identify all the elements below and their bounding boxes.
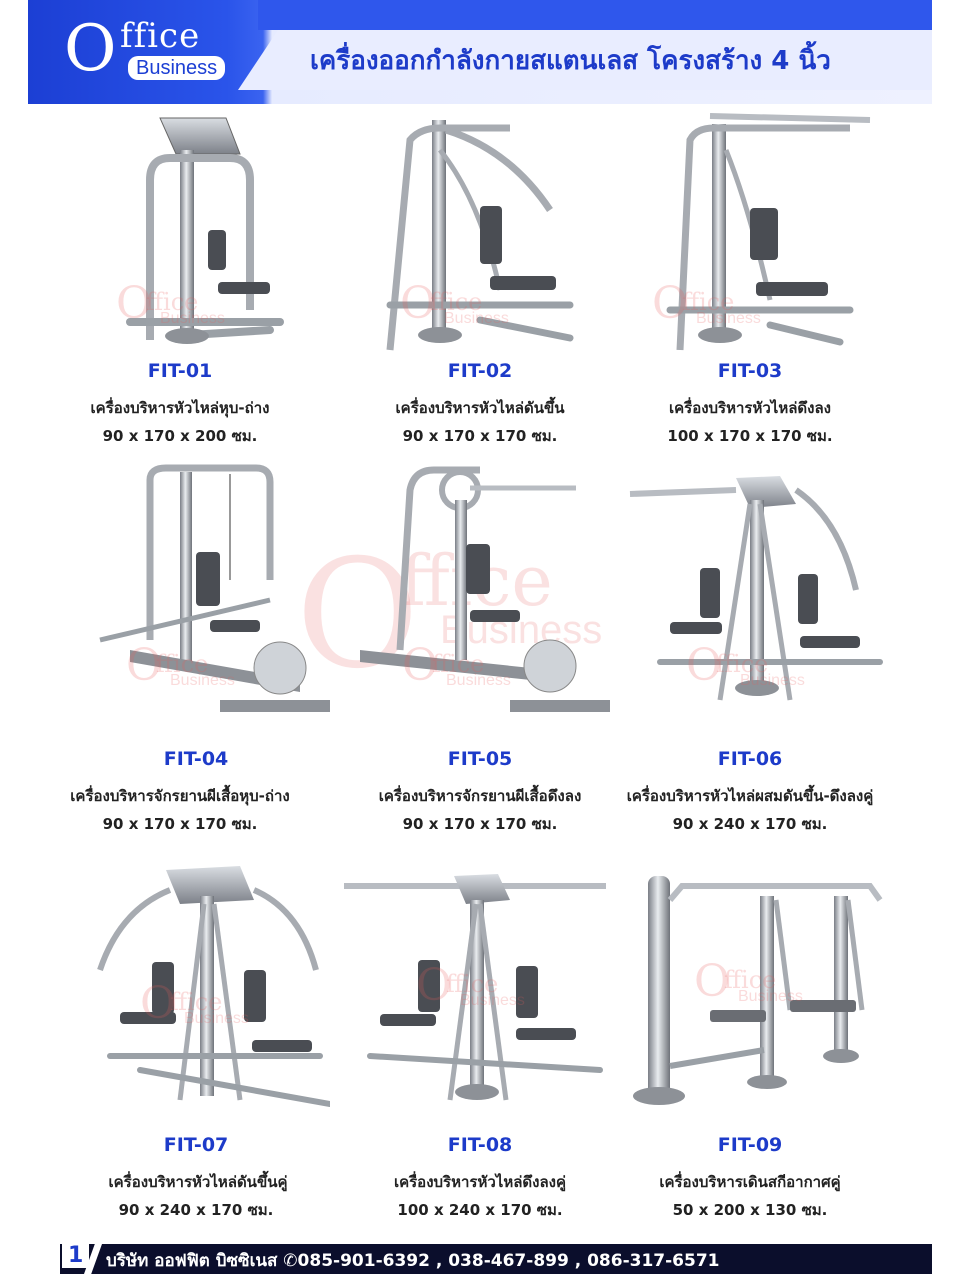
product-card: O ffice Business FIT-01 เครื่องบริหารหัว… bbox=[30, 110, 330, 480]
header-accent-band bbox=[258, 0, 932, 30]
product-name: เครื่องบริหารหัวไหล่ผสมดันขึ้น-ดึงลงคู่ bbox=[626, 787, 874, 805]
butterfly-bike-machine-icon bbox=[99, 464, 330, 712]
logo-wordmark: ffice bbox=[120, 16, 201, 56]
product-size: 90 x 170 x 170 ซม. bbox=[402, 815, 558, 833]
butterfly-bike-pulldown-icon bbox=[360, 466, 610, 712]
product-name: เครื่องบริหารเดินสกีอากาศคู่ bbox=[659, 1173, 841, 1191]
lat-pulldown-machine-icon bbox=[666, 113, 871, 351]
logo-business-tag: Business bbox=[128, 56, 226, 80]
page-title: เครื่องออกกำลังกายสแตนเลส โครงสร้าง 4 นิ… bbox=[310, 46, 831, 76]
product-code: FIT-07 bbox=[163, 1134, 229, 1156]
header-title-band bbox=[238, 30, 932, 90]
product-card: O ffice Business FIT-02 เครื่องบริหารหัว… bbox=[330, 110, 630, 480]
product-name: เครื่องบริหารหัวไหล่ดันขึ้นคู่ bbox=[108, 1173, 288, 1191]
product-code: FIT-01 bbox=[147, 360, 213, 382]
product-code: FIT-09 bbox=[717, 1134, 783, 1156]
product-card: O ffice Business FIT-03 เครื่องบริหารหัว… bbox=[600, 110, 900, 480]
dual-shoulder-press-machine-icon bbox=[97, 866, 330, 1107]
product-size: 50 x 200 x 130 ซม. bbox=[672, 1201, 828, 1219]
dual-lat-pulldown-machine-icon bbox=[344, 874, 606, 1101]
logo-letter-o: O bbox=[64, 12, 117, 86]
product-name: เครื่องบริหารหัวไหล่หุบ-ถ่าง bbox=[90, 399, 270, 417]
product-name: เครื่องบริหารหัวไหล่ดันขึ้น bbox=[395, 399, 565, 417]
dual-air-walker-machine-icon bbox=[633, 876, 883, 1105]
product-code: FIT-04 bbox=[163, 748, 229, 770]
product-code: FIT-02 bbox=[447, 360, 513, 382]
product-name: เครื่องบริหารจักรยานผีเสื้อดึงลง bbox=[378, 787, 582, 805]
page-number: 1 bbox=[62, 1243, 90, 1268]
product-size: 90 x 170 x 170 ซม. bbox=[102, 815, 258, 833]
product-card: O ffice Business FIT-07 เครื่องบริหารหัว… bbox=[30, 860, 330, 1230]
product-size: 90 x 170 x 200 ซม. bbox=[102, 427, 258, 445]
product-size: 100 x 240 x 170 ซม. bbox=[397, 1201, 563, 1219]
product-card: O ffice Business FIT-05 เครื่องบริหารจัก… bbox=[330, 460, 630, 833]
page-header: O ffice Business เครื่องออกกำลังกายสแตนเ… bbox=[28, 0, 932, 104]
product-size: 90 x 240 x 170 ซม. bbox=[118, 1201, 274, 1219]
product-name: เครื่องบริหารจักรยานผีเสื้อหุบ-ถ่าง bbox=[70, 787, 290, 805]
product-size: 100 x 170 x 170 ซม. bbox=[667, 427, 833, 445]
product-name: เครื่องบริหารหัวไหล่ดึงลงคู่ bbox=[393, 1173, 567, 1191]
product-card: O ffice Business FIT-09 เครื่องบริหารเดิ… bbox=[600, 860, 900, 1230]
shoulder-push-up-machine-icon bbox=[386, 120, 574, 351]
product-card: O ffice Business FIT-06 เครื่องบริหารหัว… bbox=[600, 460, 900, 833]
product-code: FIT-08 bbox=[447, 1134, 513, 1156]
product-card: O ffice Business FIT-04 เครื่องบริหารจัก… bbox=[30, 460, 330, 833]
product-size: 90 x 240 x 170 ซม. bbox=[672, 815, 828, 833]
product-name: เครื่องบริหารหัวไหล่ดึงลง bbox=[668, 399, 831, 417]
product-code: FIT-06 bbox=[717, 748, 783, 770]
product-code: FIT-05 bbox=[447, 748, 513, 770]
shoulder-press-machine-icon bbox=[126, 117, 284, 344]
dual-combo-shoulder-machine-icon bbox=[629, 476, 883, 701]
footer-bar bbox=[60, 1244, 932, 1274]
product-size: 90 x 170 x 170 ซม. bbox=[402, 427, 558, 445]
brand-logo: O ffice Business bbox=[64, 14, 264, 84]
company-contact: บริษัท ออฟฟิต บิซซิเนส ✆085-901-6392 , 0… bbox=[106, 1251, 720, 1271]
product-code: FIT-03 bbox=[717, 360, 783, 382]
